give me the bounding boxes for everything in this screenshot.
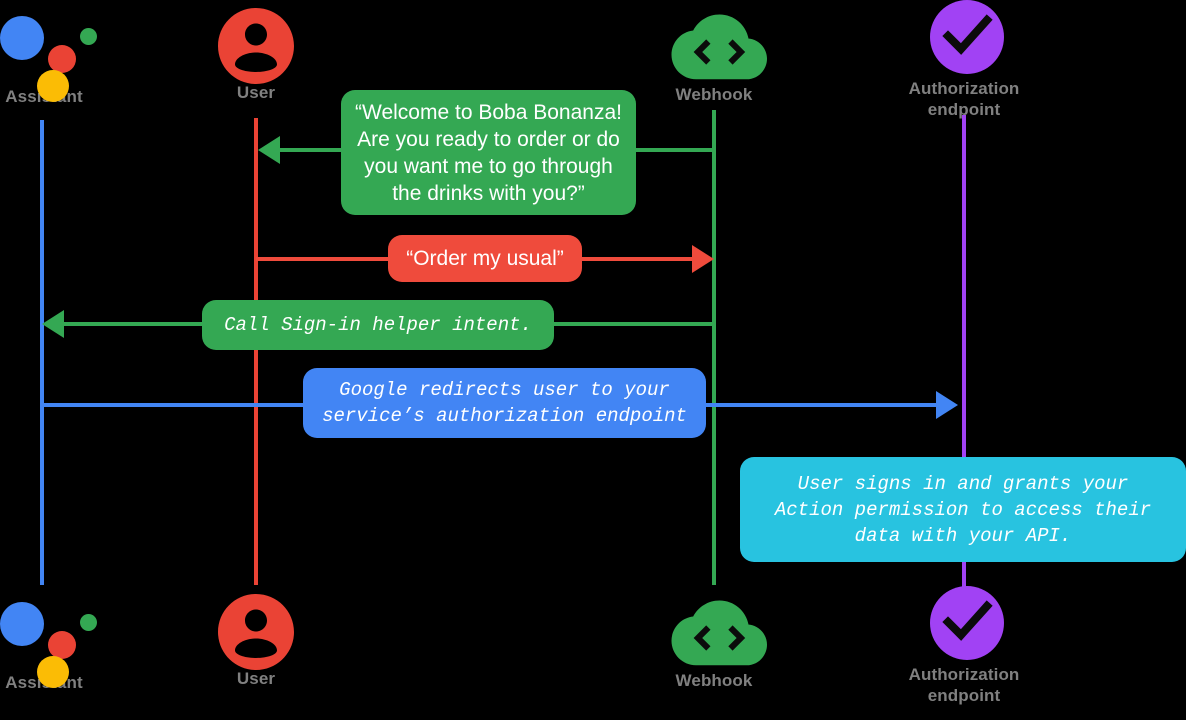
assistant-dot-yellow — [37, 70, 69, 102]
user-avatar-icon-bottom — [156, 590, 356, 670]
message-text-grant: User signs in and grants your Action per… — [774, 472, 1152, 547]
message-line-welcome-tail — [278, 148, 342, 152]
message-bubble-welcome: “Welcome to Boba Bonanza! Are you ready … — [341, 90, 636, 215]
actor-label-webhook-bottom: Webhook — [675, 671, 753, 690]
message-bubble-grant: User signs in and grants your Action per… — [740, 457, 1186, 562]
actor-label-auth: Authorization endpoint — [908, 79, 1020, 119]
assistant-dot-green-bottom — [80, 614, 97, 631]
message-text-redirect: Google redirects user to your service’s … — [322, 379, 687, 427]
google-assistant-icon — [0, 8, 144, 102]
actor-auth-top: Authorization endpoint — [864, 0, 1064, 120]
purple-checkmark-svg-bottom — [930, 586, 1004, 660]
cloud-code-svg — [671, 14, 767, 80]
assistant-dot-green — [80, 28, 97, 45]
message-arrowhead-welcome — [258, 136, 280, 164]
actor-label-assistant-bottom: Assistant — [0, 672, 144, 693]
user-avatar-svg-bottom — [218, 594, 294, 670]
actor-user-top: User — [156, 4, 356, 103]
cloud-code-svg-bottom — [671, 600, 767, 666]
purple-checkmark-svg — [930, 0, 1004, 74]
message-line-signin-left — [62, 322, 204, 326]
assistant-dot-blue — [0, 16, 44, 60]
message-text-order: “Order my usual” — [406, 247, 564, 270]
lifeline-auth — [962, 115, 966, 460]
message-bubble-redirect: Google redirects user to your service’s … — [303, 368, 706, 438]
actor-user-bottom: User — [156, 590, 356, 689]
actor-label-auth-bottom: Authorization endpoint — [908, 665, 1020, 705]
google-assistant-icon-bottom — [0, 594, 144, 688]
assistant-dot-red — [48, 45, 76, 73]
message-arrowhead-signin — [42, 310, 64, 338]
user-avatar-icon — [156, 4, 356, 84]
message-line-signin-right — [552, 322, 714, 326]
message-bubble-signin: Call Sign-in helper intent. — [202, 300, 554, 350]
user-avatar-svg — [218, 8, 294, 84]
lifeline-assistant — [40, 120, 44, 585]
cloud-code-icon — [614, 6, 814, 84]
message-arrowhead-order — [692, 245, 714, 273]
message-text-welcome: “Welcome to Boba Bonanza! Are you ready … — [355, 100, 622, 205]
assistant-dot-blue-bottom — [0, 602, 44, 646]
message-line-redirect-right — [704, 403, 936, 407]
purple-checkmark-icon — [864, 0, 1064, 78]
assistant-dot-yellow-bottom — [37, 656, 69, 688]
actor-assistant-bottom: Assistant — [0, 594, 144, 693]
message-text-signin: Call Sign-in helper intent. — [224, 314, 532, 336]
actor-webhook-top: Webhook — [614, 6, 814, 105]
actor-auth-bottom: Authorization endpoint — [864, 586, 1064, 706]
message-line-order-right — [580, 257, 692, 261]
message-line-redirect-left — [40, 403, 306, 407]
actor-label-webhook: Webhook — [675, 85, 753, 104]
purple-checkmark-icon-bottom — [864, 586, 1064, 664]
message-bubble-order: “Order my usual” — [388, 235, 582, 282]
actor-label-assistant: Assistant — [0, 86, 144, 107]
assistant-dot-red-bottom — [48, 631, 76, 659]
lifeline-webhook — [712, 110, 716, 585]
message-line-welcome — [636, 148, 714, 152]
actor-assistant-top: Assistant — [0, 8, 144, 107]
actor-label-user-bottom: User — [236, 669, 276, 688]
actor-label-user: User — [236, 83, 276, 102]
message-arrowhead-redirect — [936, 391, 958, 419]
message-line-order-left — [256, 257, 390, 261]
lifeline-auth-lower — [962, 562, 966, 587]
actor-webhook-bottom: Webhook — [614, 592, 814, 691]
lifeline-user — [254, 118, 258, 585]
cloud-code-icon-bottom — [614, 592, 814, 670]
